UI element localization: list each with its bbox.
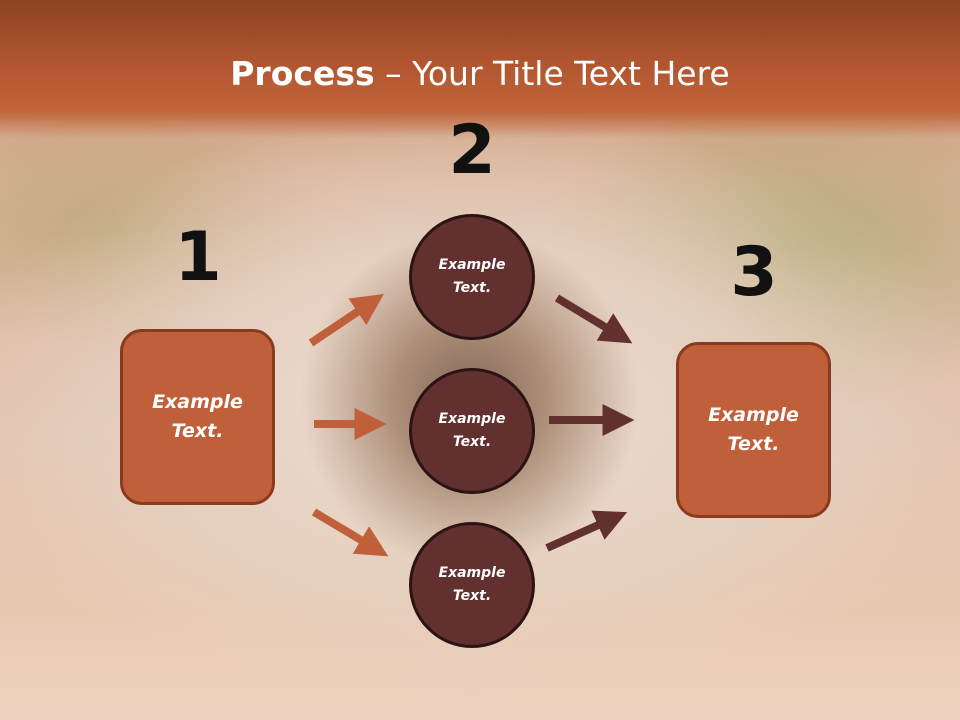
circle-top-text: Example Text. <box>438 257 506 296</box>
circle-middle-text: Example Text. <box>438 411 506 450</box>
circle-middle[interactable]: Example Text. <box>409 368 535 494</box>
left-box[interactable]: Example Text. <box>120 329 275 505</box>
step-number-2: 2 <box>448 111 496 190</box>
arrow-bottom-to-right <box>545 510 628 552</box>
arrow-left-to-bottom <box>311 508 389 557</box>
slide-title: Process – Your Title Text Here <box>0 52 960 96</box>
arrow-left-to-top <box>308 293 384 347</box>
circle-bottom[interactable]: Example Text. <box>409 522 535 648</box>
right-box-text: Example Text. <box>708 404 799 455</box>
step-number-3: 3 <box>730 233 778 312</box>
title-bold: Process <box>230 54 375 93</box>
title-rest: – Your Title Text Here <box>374 54 730 93</box>
arrow-top-to-right <box>554 294 633 344</box>
circle-bottom-text: Example Text. <box>438 565 506 604</box>
right-box[interactable]: Example Text. <box>676 342 831 518</box>
circle-top[interactable]: Example Text. <box>409 214 535 340</box>
left-box-text: Example Text. <box>152 391 243 442</box>
step-number-1: 1 <box>174 218 222 297</box>
title-bar <box>0 0 960 138</box>
